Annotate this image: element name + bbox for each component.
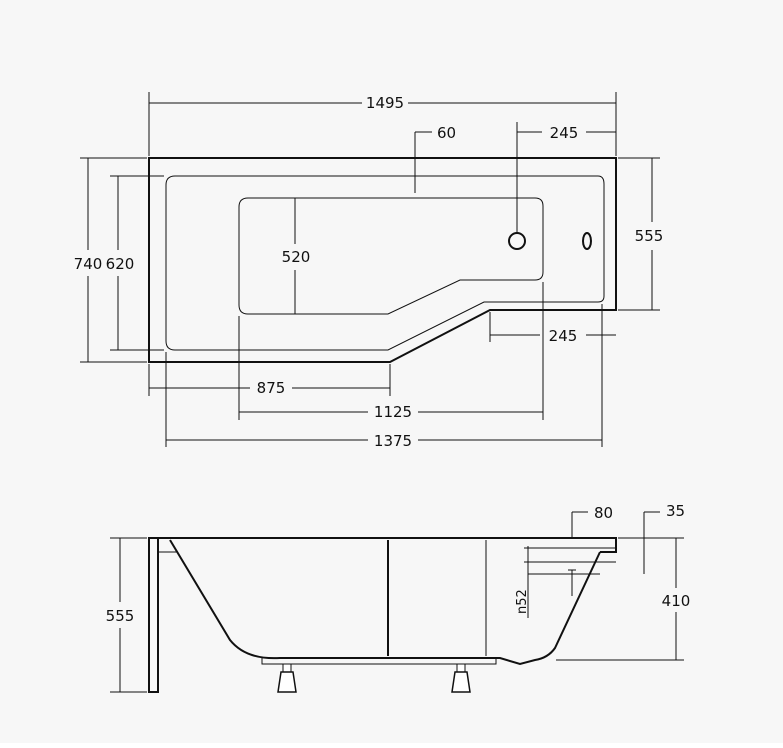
dim-label-740: 740 — [74, 255, 103, 273]
dim-label-60: 60 — [437, 124, 456, 142]
dim-straight-section: 875 — [148, 364, 391, 397]
dim-inner-width: 620 — [106, 175, 164, 351]
rim-top — [149, 537, 617, 553]
dim-inner-depth: 410 — [556, 537, 691, 661]
dim-overall-width: 740 — [74, 157, 147, 363]
leg-right — [451, 663, 471, 693]
dim-label-520: 520 — [282, 248, 311, 266]
drain-icon — [508, 232, 526, 250]
leg-left — [277, 663, 297, 693]
dim-rim-edge: 35 — [643, 502, 685, 574]
dim-label-1495: 1495 — [366, 94, 404, 112]
dim-label-620: 620 — [106, 255, 135, 273]
dim-narrow-end-width: 555 — [618, 157, 664, 311]
tub-body — [169, 539, 601, 666]
dim-label-555-right: 555 — [635, 227, 664, 245]
overflow-icon — [582, 232, 592, 250]
dim-label-80: 80 — [594, 504, 613, 522]
dim-label-35: 35 — [666, 502, 685, 520]
dim-basin-width: 520 — [282, 198, 311, 314]
base-plate — [261, 658, 497, 665]
dim-drain-offset: 245 — [516, 122, 616, 233]
dim-basin-length: 1125 — [238, 282, 544, 421]
side-view: n52 80 35 555 410 — [106, 502, 691, 693]
basin-outline — [238, 197, 544, 315]
dim-label-410: 410 — [662, 592, 691, 610]
dim-height-total: 555 — [106, 537, 147, 693]
dim-label-1125: 1125 — [374, 403, 412, 421]
inner-rim-outline — [165, 175, 605, 351]
dim-label-n52: n52 — [515, 589, 530, 614]
dim-inner-length: 1375 — [165, 304, 603, 450]
dim-rim-width: 60 — [414, 124, 456, 193]
top-view: 1495 60 245 740 620 — [74, 92, 664, 450]
outer-rim-outline — [148, 157, 617, 363]
dim-overall-length: 1495 — [148, 92, 617, 156]
dim-label-875: 875 — [257, 379, 286, 397]
dim-label-245-top: 245 — [550, 124, 579, 142]
dim-narrow-end-offset: 245 — [489, 312, 616, 345]
dim-label-555-side: 555 — [106, 607, 135, 625]
dim-label-1375: 1375 — [374, 432, 412, 450]
dim-label-245-bottom: 245 — [549, 327, 578, 345]
dim-rim-top: 80 — [571, 504, 613, 538]
apron-panel — [148, 537, 159, 693]
